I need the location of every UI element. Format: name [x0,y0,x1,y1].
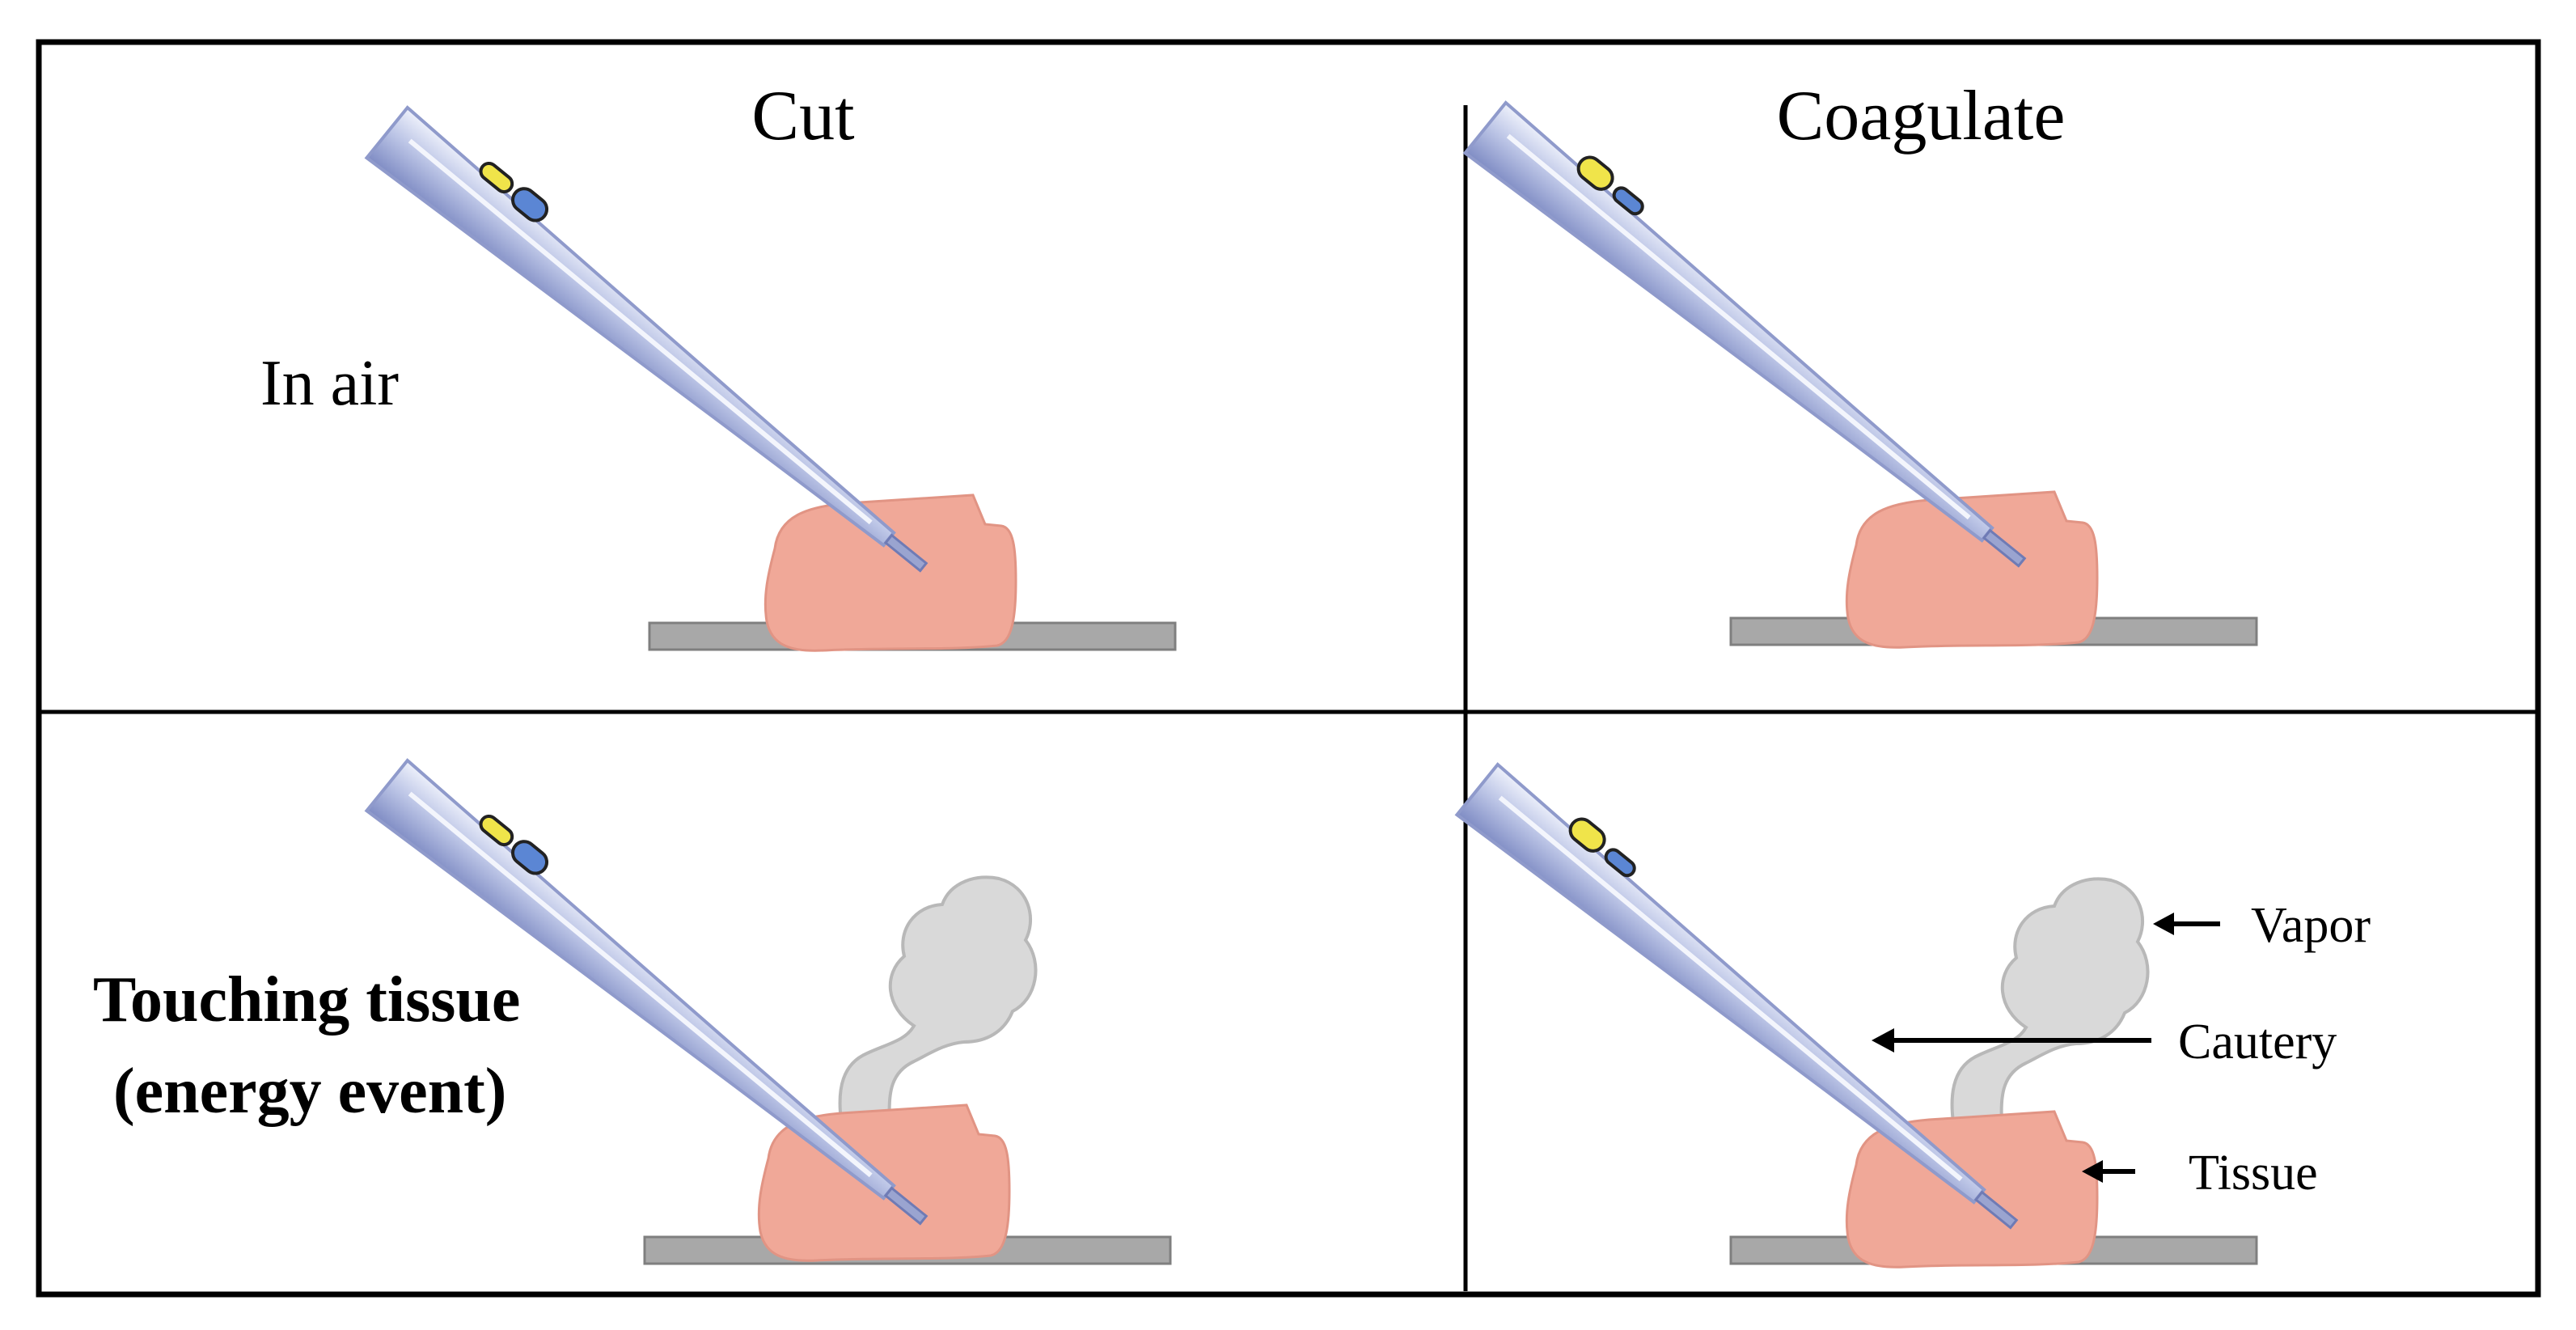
row-label-in-air: In air [260,348,399,419]
diagram-border [36,39,2541,1298]
tissue-block [763,493,1017,652]
vapor-cloud [1950,877,2150,1124]
callout-vapor: Vapor [2251,898,2371,953]
blue-button [1612,186,1644,216]
panel-cut-in-air [366,98,1177,652]
panel-coagulate-touching: Vapor Cautery Tissue [1457,755,2371,1269]
yellow-button [1576,155,1614,191]
column-title-cut: Cut [751,77,854,155]
cautery-arrow [1872,1028,2151,1053]
row-label-touching-tissue: Touching tissue [93,964,520,1036]
yellow-button [479,814,514,847]
cautery-pencil [366,751,951,1245]
row-label-energy-event: (energy event) [113,1056,506,1127]
vapor-arrow [2153,913,2220,935]
blue-button [511,187,549,222]
column-title-coagulate: Coagulate [1777,77,2066,155]
callout-cautery: Cautery [2178,1014,2337,1070]
yellow-button [1568,817,1606,853]
panel-coagulate-in-air [1465,93,2258,649]
blue-button [511,840,549,875]
cautery-pencil [1457,755,2041,1249]
tissue-arrow [2082,1160,2135,1183]
yellow-button [479,161,514,194]
vapor-cloud [838,875,1038,1122]
callout-tissue: Tissue [2189,1146,2318,1201]
cautery-pencil [366,98,951,592]
cautery-pencil [1465,93,2049,587]
blue-button [1604,848,1636,878]
panel-cut-touching [366,751,1172,1265]
